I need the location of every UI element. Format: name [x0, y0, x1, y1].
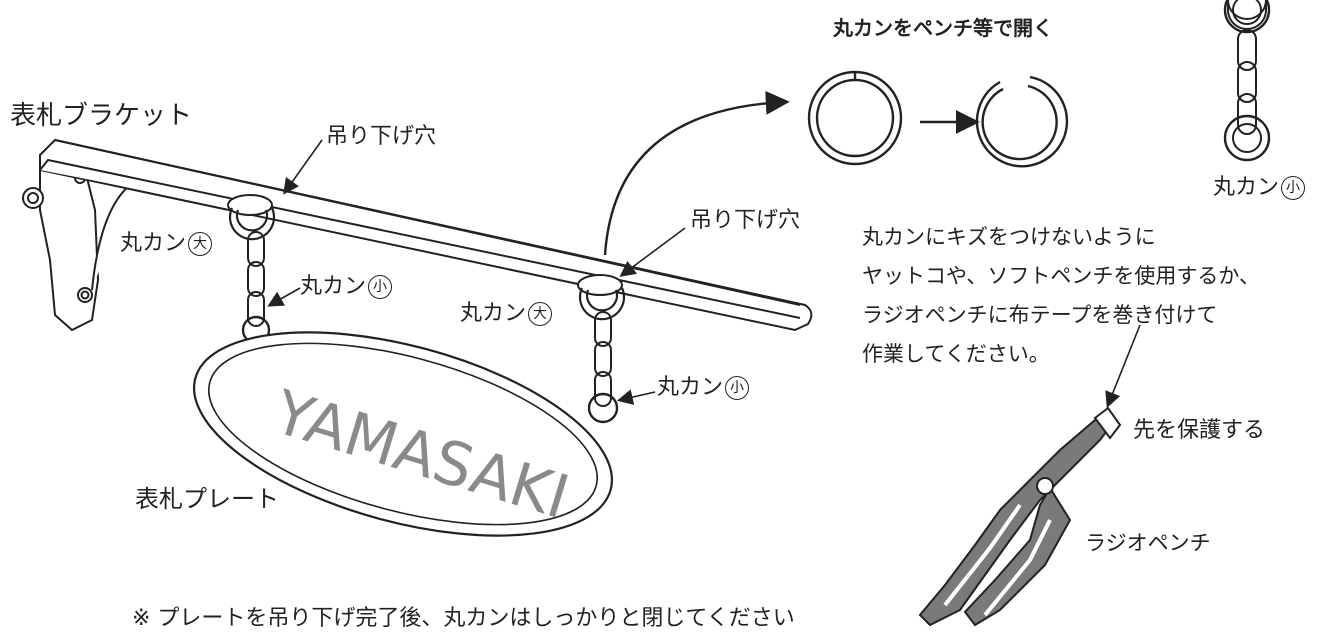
hanging-hole-right [577, 274, 623, 296]
ring-small-label-right: 丸カン小 [657, 375, 750, 400]
size-mark-small: 小 [368, 275, 393, 299]
chain-right [587, 311, 619, 424]
hanging-hole-left [227, 194, 273, 216]
name-plate: YAMASAKI [192, 331, 614, 537]
leader-lines [267, 139, 1141, 408]
instruction-line: 丸カンにキズをつけないように [862, 225, 1156, 249]
ring-large-label-right: 丸カン大 [460, 301, 553, 326]
pliers-label: ラジオペンチ [1085, 531, 1211, 555]
footnote: ※ プレートを吊り下げ完了後、丸カンはしっかりと閉じてください [132, 606, 795, 631]
pliers-icon [918, 406, 1122, 627]
instructions-block: 丸カンにキズをつけないように ヤットコや、ソフトペンチを使用するか、 ラジオペン… [862, 218, 1260, 374]
instruction-line: ラジオペンチに布テープを巻き付けて [862, 303, 1218, 327]
size-mark-small: 小 [725, 376, 750, 400]
curved-arrow [603, 90, 790, 256]
size-mark-large: 大 [188, 232, 213, 256]
tip-protect-label: 先を保護する [1133, 418, 1266, 443]
large-ring [228, 207, 626, 321]
chain-ring-label: 丸カン小 [1213, 175, 1306, 200]
ring-open-diagram [807, 70, 1069, 168]
plate-label: 表札プレート [135, 485, 279, 513]
hanging-hole-label-right: 吊り下げ穴 [690, 208, 801, 233]
size-mark-small: 小 [1281, 176, 1306, 200]
ring-label-text: 丸カン [1213, 175, 1280, 200]
bracket-label: 表札ブラケット [10, 101, 193, 131]
open-ring-title: 丸カンをペンチ等で開く [833, 16, 1053, 40]
instruction-line: 作業してください。 [862, 342, 1050, 366]
ring-large-label-left: 丸カン大 [120, 231, 213, 256]
small-ring [587, 392, 619, 424]
pliers-tip-cover [1093, 406, 1122, 440]
instruction-line: ヤットコや、ソフトペンチを使用するか、 [862, 264, 1260, 288]
ring-label-text: 丸カン [120, 231, 187, 256]
size-mark-large: 大 [528, 302, 553, 326]
ring-label-text: 丸カン [460, 301, 527, 326]
ring-label-text: 丸カン [657, 375, 724, 400]
ring-label-text: 丸カン [300, 274, 367, 299]
ring-small-label-left: 丸カン小 [300, 274, 393, 299]
chain-left [241, 231, 271, 345]
hanging-hole-label-left: 吊り下げ穴 [326, 124, 437, 149]
small-ring-chain [1223, 0, 1271, 162]
